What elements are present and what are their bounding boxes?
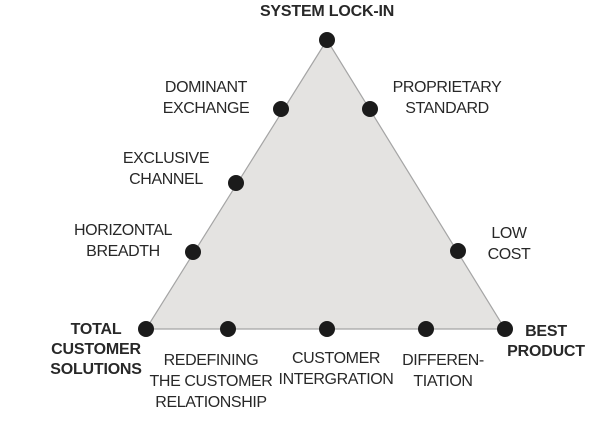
label-proprietary-standard: PROPRIETARY STANDARD (392, 79, 502, 117)
label-customer-intergration: CUSTOMER INTERGRATION (278, 350, 394, 388)
dot-proprietary-standard (362, 101, 378, 117)
dot-total-customer-solutions (138, 321, 154, 337)
label-total-customer-solutions: TOTAL CUSTOMER SOLUTIONS (50, 321, 142, 378)
dot-redefining-the-customer-relationship (220, 321, 236, 337)
dot-best-product (497, 321, 513, 337)
label-dominant-exchange: DOMINANT EXCHANGE (162, 79, 250, 117)
label-redefining-the-customer-relationship: REDEFINING THE CUSTOMER RELATIONSHIP (149, 352, 273, 411)
dot-exclusive-channel (228, 175, 244, 191)
dot-differen-tiation (418, 321, 434, 337)
label-horizontal-breadth: HORIZONTAL BREADTH (74, 222, 172, 260)
dot-customer-intergration (319, 321, 335, 337)
dot-dominant-exchange (273, 101, 289, 117)
label-low-cost: LOW COST (487, 225, 531, 263)
dot-horizontal-breadth (185, 244, 201, 260)
label-exclusive-channel: EXCLUSIVE CHANNEL (122, 150, 210, 188)
dot-system-lock-in (319, 32, 335, 48)
label-best-product: BEST PRODUCT (507, 323, 585, 360)
label-system-lock-in: SYSTEM LOCK-IN (259, 3, 395, 20)
label-differen-tiation: DIFFEREN- TIATION (402, 352, 484, 390)
dot-low-cost (450, 243, 466, 259)
